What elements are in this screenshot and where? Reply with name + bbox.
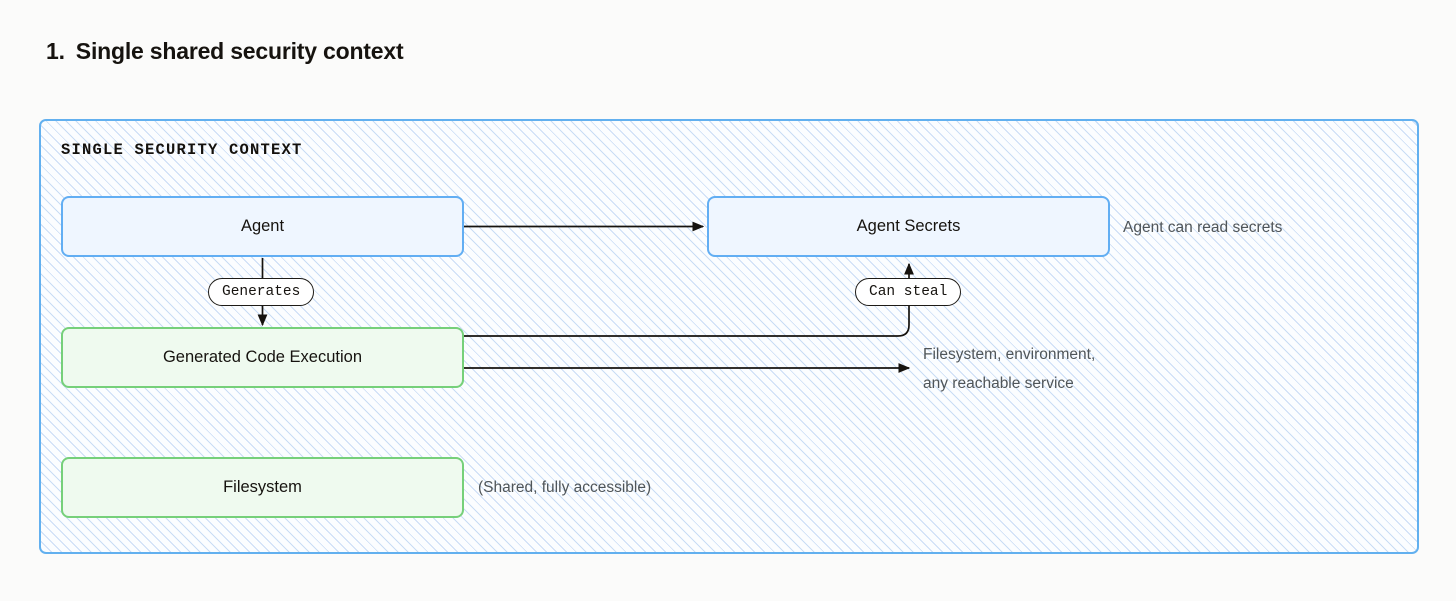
page-title: 1. Single shared security context <box>46 38 404 65</box>
node-filesystem-label: Filesystem <box>223 478 302 496</box>
edge-label-generates: Generates <box>208 278 315 306</box>
node-generated-code-execution-label: Generated Code Execution <box>162 348 363 366</box>
connector-layer <box>257 221 914 373</box>
edge-label-can-steal-text: Can steal <box>869 284 948 300</box>
node-agent-label: Agent <box>240 217 285 235</box>
annotation-filesystem-shared: (Shared, fully accessible) <box>478 473 651 502</box>
node-filesystem[interactable]: Filesystem <box>61 457 464 518</box>
annotation-agent-can-read-secrets: Agent can read secrets <box>1123 213 1282 242</box>
page-title-number: 1. <box>46 38 65 64</box>
annotation-reachable-services-line1: Filesystem, environment, <box>923 346 1096 363</box>
annotation-reachable-services-line2: any reachable service <box>923 375 1074 392</box>
security-context-label: SINGLE SECURITY CONTEXT <box>61 141 303 159</box>
annotation-reachable-services: Filesystem, environment, any reachable s… <box>923 340 1095 398</box>
page-title-text: Single shared security context <box>75 38 404 64</box>
edge-label-generates-text: Generates <box>222 284 301 300</box>
annotation-filesystem-shared-text: (Shared, fully accessible) <box>478 479 652 496</box>
edge-label-can-steal: Can steal <box>855 278 962 306</box>
connector-generated-code-to-secrets <box>464 262 914 337</box>
security-context-container: SINGLE SECURITY CONTEXT Agent Agent Secr… <box>39 119 1419 554</box>
node-generated-code-execution[interactable]: Generated Code Execution <box>61 327 464 388</box>
node-agent[interactable]: Agent <box>61 196 464 257</box>
annotation-agent-can-read-secrets-text: Agent can read secrets <box>1123 219 1283 236</box>
node-agent-secrets-label: Agent Secrets <box>856 217 961 235</box>
node-agent-secrets[interactable]: Agent Secrets <box>707 196 1110 257</box>
